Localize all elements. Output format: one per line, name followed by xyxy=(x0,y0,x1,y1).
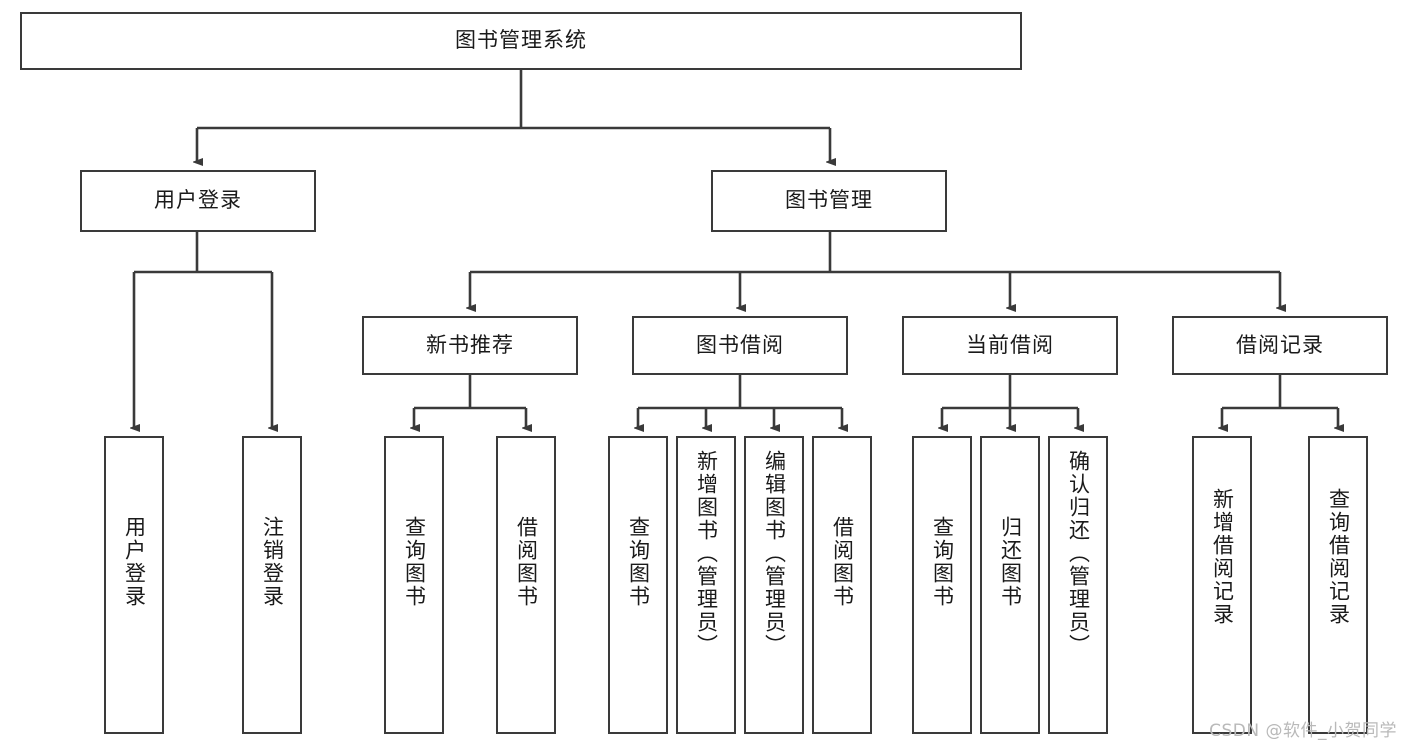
node-label: 查询图书 xyxy=(626,516,651,608)
watermark-text: CSDN @软件_小贺同学 xyxy=(1209,721,1397,741)
node-label: 借阅图书 xyxy=(830,516,855,608)
node-label: 用户登录 xyxy=(122,516,147,608)
node-leaf-user-login[interactable]: 用户登录 xyxy=(104,436,164,734)
node-leaf-edit-book[interactable]: 编辑图书（管理员） xyxy=(744,436,804,734)
node-leaf-borrow-book-1[interactable]: 借阅图书 xyxy=(496,436,556,734)
node-leaf-confirm-return[interactable]: 确认归还（管理员） xyxy=(1048,436,1108,734)
node-new-book-recommend[interactable]: 新书推荐 xyxy=(362,316,578,375)
node-leaf-user-logout[interactable]: 注销登录 xyxy=(242,436,302,734)
node-label: 新增图书（管理员） xyxy=(694,450,719,657)
node-label: 查询图书 xyxy=(402,516,427,608)
node-label: 归还图书 xyxy=(998,516,1023,608)
node-user-login[interactable]: 用户登录 xyxy=(80,170,316,232)
node-label: 新书推荐 xyxy=(426,332,514,357)
node-leaf-query-book-2[interactable]: 查询图书 xyxy=(608,436,668,734)
node-label: 借阅记录 xyxy=(1236,332,1324,357)
node-current-borrow[interactable]: 当前借阅 xyxy=(902,316,1118,375)
node-book-management[interactable]: 图书管理 xyxy=(711,170,947,232)
node-leaf-add-record[interactable]: 新增借阅记录 xyxy=(1192,436,1252,734)
node-borrow-record[interactable]: 借阅记录 xyxy=(1172,316,1388,375)
node-label: 注销登录 xyxy=(260,516,285,608)
node-leaf-query-record[interactable]: 查询借阅记录 xyxy=(1308,436,1368,734)
node-label: 编辑图书（管理员） xyxy=(762,450,787,657)
node-label: 查询借阅记录 xyxy=(1326,488,1351,626)
node-root-system[interactable]: 图书管理系统 xyxy=(20,12,1022,70)
node-label: 当前借阅 xyxy=(966,332,1054,357)
node-label: 用户登录 xyxy=(154,188,242,213)
node-label: 借阅图书 xyxy=(514,516,539,608)
node-label: 图书管理系统 xyxy=(455,28,587,53)
node-leaf-query-book-1[interactable]: 查询图书 xyxy=(384,436,444,734)
node-leaf-return-book[interactable]: 归还图书 xyxy=(980,436,1040,734)
node-book-borrow[interactable]: 图书借阅 xyxy=(632,316,848,375)
node-leaf-query-book-3[interactable]: 查询图书 xyxy=(912,436,972,734)
node-label: 新增借阅记录 xyxy=(1210,488,1235,626)
node-label: 查询图书 xyxy=(930,516,955,608)
node-label: 图书借阅 xyxy=(696,332,784,357)
node-label: 图书管理 xyxy=(785,188,873,213)
node-leaf-borrow-book-2[interactable]: 借阅图书 xyxy=(812,436,872,734)
node-leaf-add-book[interactable]: 新增图书（管理员） xyxy=(676,436,736,734)
node-label: 确认归还（管理员） xyxy=(1066,450,1091,657)
